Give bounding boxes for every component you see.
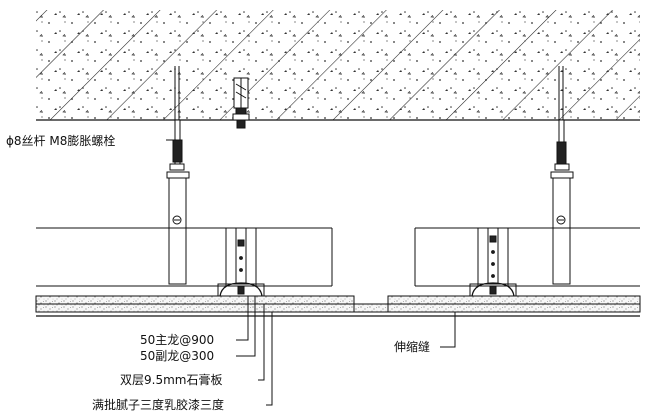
label-sub-keel: 50副龙@300 — [140, 349, 214, 363]
label-main-keel: 50主龙@900 — [140, 333, 214, 347]
label-anchor: ϕ8丝杆 M8膨胀螺栓 — [6, 133, 115, 148]
label-gypsum: 双层9.5mm石膏板 — [120, 372, 222, 387]
main-keel-right — [414, 227, 640, 287]
leader-lines — [166, 139, 456, 406]
expansion-bolt — [232, 77, 250, 129]
concrete-slab — [36, 10, 640, 121]
right-hanger — [550, 66, 574, 285]
gypsum-board-right — [387, 295, 641, 313]
main-keel-left — [36, 227, 333, 287]
label-paint: 满批腻子三度乳胶漆三度 — [92, 397, 224, 412]
left-hanger — [166, 66, 190, 285]
sub-keel-left — [217, 227, 265, 297]
gypsum-board-center — [353, 303, 389, 313]
gypsum-board-left — [35, 295, 355, 313]
label-joint: 伸缩缝 — [394, 339, 430, 354]
sub-keel-right — [469, 227, 517, 297]
